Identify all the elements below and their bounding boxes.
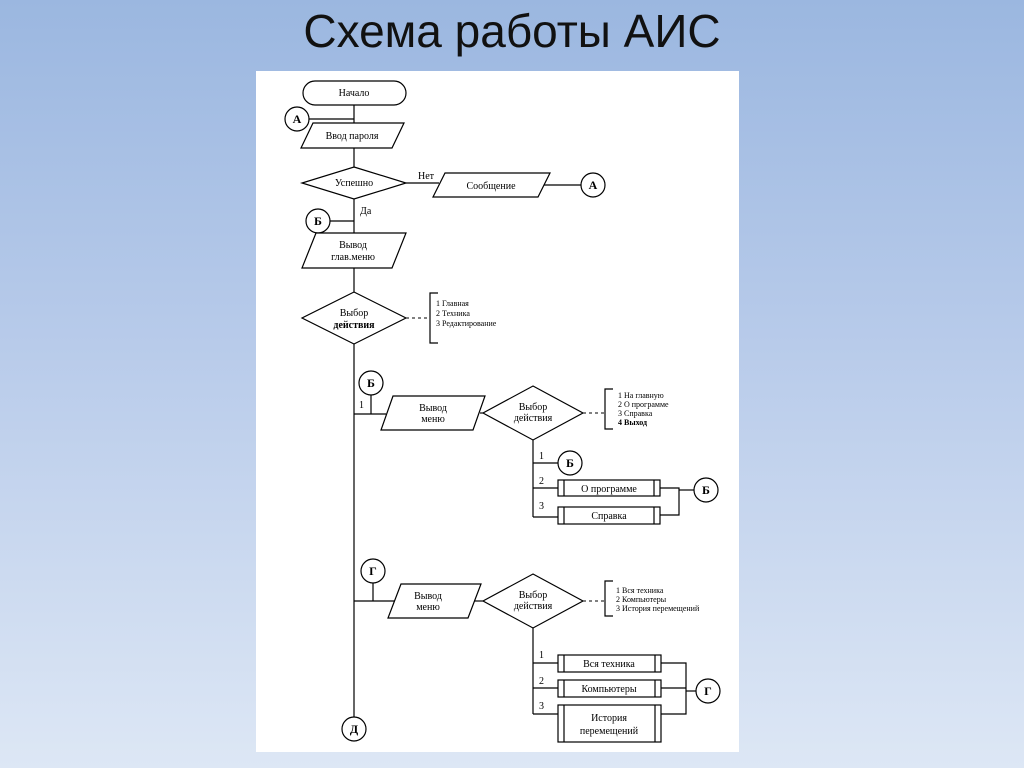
start-terminator: Начало [302, 80, 407, 106]
menu-output-shape-2: Вывод меню [387, 583, 482, 619]
svg-text:меню: меню [416, 602, 440, 613]
main-menu-output-shape: Вывод глав.меню [301, 232, 407, 269]
branch-yes-label: Да [360, 206, 372, 217]
svg-text:3: 3 [539, 701, 544, 712]
connector-a-right: А [580, 172, 606, 198]
branch-no-label: Нет [418, 171, 435, 182]
svg-text:1 На главную: 1 На главную [618, 391, 664, 400]
help-process: Справка [557, 506, 661, 525]
message-label: Сообщение [466, 181, 516, 192]
svg-text:Компьютеры: Компьютеры [581, 684, 636, 695]
svg-text:2 Техника: 2 Техника [436, 309, 470, 318]
svg-text:действия: действия [514, 413, 553, 424]
menu-output-shape-1: Вывод меню [380, 395, 486, 431]
svg-text:Б: Б [314, 214, 322, 228]
svg-text:1 Главная: 1 Главная [436, 299, 469, 308]
svg-text:Справка: Справка [591, 511, 627, 522]
svg-text:Выбор: Выбор [340, 308, 368, 319]
action-decision-2: Выбор действия [481, 573, 585, 629]
flowchart-diagram: Начало А Ввод пароля Успешно Нет Сообщен… [284, 80, 721, 743]
success-label: Успешно [335, 178, 373, 189]
svg-text:Вывод: Вывод [414, 591, 442, 602]
svg-text:1: 1 [539, 650, 544, 661]
svg-text:2 Компьютеры: 2 Компьютеры [616, 595, 667, 604]
movement-history-process: История перемещений [557, 704, 662, 743]
connector-b-return: Б [693, 477, 719, 503]
svg-text:2: 2 [539, 476, 544, 487]
svg-text:Д: Д [350, 722, 359, 736]
connector-g-branch2: Г [360, 558, 386, 584]
svg-text:меню: меню [421, 414, 445, 425]
svg-text:1: 1 [359, 400, 364, 411]
action-decision-1: Выбор действия [481, 385, 585, 441]
svg-text:перемещений: перемещений [580, 726, 639, 737]
svg-text:О программе: О программе [581, 484, 637, 495]
start-label: Начало [339, 88, 370, 99]
svg-text:Б: Б [702, 483, 710, 497]
svg-text:глав.меню: глав.меню [331, 252, 375, 263]
svg-text:Вся техника: Вся техника [583, 659, 635, 670]
svg-text:Б: Б [367, 376, 375, 390]
slide-title: Схема работы АИС [303, 5, 721, 57]
svg-text:1 Вся техника: 1 Вся техника [616, 586, 664, 595]
message-shape: Сообщение [432, 172, 551, 198]
connector-b-branch1: Б [358, 370, 384, 396]
computers-process: Компьютеры [557, 679, 662, 698]
connector-b-exit: Б [557, 450, 583, 476]
svg-text:Г: Г [704, 684, 712, 698]
svg-text:4 Выход: 4 Выход [618, 418, 647, 427]
home-options-annotation: 1 На главную 2 О программе 3 Справка 4 В… [618, 391, 669, 427]
svg-text:действия: действия [333, 320, 375, 331]
svg-text:действия: действия [514, 601, 553, 612]
success-decision: Успешно [299, 166, 409, 200]
svg-text:Вывод: Вывод [419, 403, 447, 414]
svg-text:А: А [293, 112, 302, 126]
main-action-decision: Выбор действия [300, 291, 408, 345]
connector-d-end: Д [341, 716, 367, 742]
svg-text:Г: Г [369, 564, 377, 578]
svg-text:1: 1 [539, 451, 544, 462]
tech-options-annotation: 1 Вся техника 2 Компьютеры 3 История пер… [616, 586, 700, 613]
svg-text:А: А [589, 178, 598, 192]
svg-text:3 Справка: 3 Справка [618, 409, 653, 418]
svg-text:3 История перемещений: 3 История перемещений [616, 604, 700, 613]
main-options-annotation: 1 Главная 2 Техника 3 Редактирование [436, 299, 497, 328]
svg-text:Б: Б [566, 456, 574, 470]
svg-text:2: 2 [539, 676, 544, 687]
password-input-label: Ввод пароля [326, 131, 379, 142]
svg-text:2 О программе: 2 О программе [618, 400, 669, 409]
svg-text:3: 3 [539, 501, 544, 512]
svg-text:Выбор: Выбор [519, 590, 547, 601]
password-input-shape: Ввод пароля [300, 122, 405, 149]
connector-g-return: Г [695, 678, 721, 704]
connector-b-top: Б [305, 208, 331, 234]
svg-text:Вывод: Вывод [339, 240, 367, 251]
about-program-process: О программе [557, 479, 661, 497]
svg-text:История: История [591, 713, 627, 724]
all-tech-process: Вся техника [557, 654, 662, 673]
flowchart-panel: Начало А Ввод пароля Успешно Нет Сообщен… [256, 71, 739, 752]
svg-text:3 Редактирование: 3 Редактирование [436, 319, 497, 328]
connector-a-top: А [284, 106, 310, 132]
svg-text:Выбор: Выбор [519, 402, 547, 413]
